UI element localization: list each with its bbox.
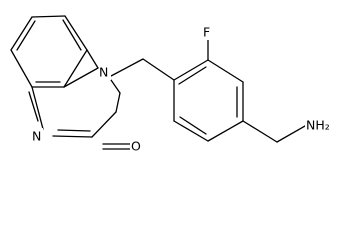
double-bond-inner (57, 129, 91, 132)
atom-label-n1: N (99, 65, 108, 80)
aminomethyl-bond (242, 120, 278, 143)
benzyl-ring (173, 59, 244, 142)
bond (173, 59, 209, 81)
label-mask (31, 128, 43, 144)
bond (52, 135, 93, 138)
atom-label-oxygen: O (131, 139, 141, 153)
bond (207, 120, 244, 142)
label-mask (202, 25, 214, 40)
bond (115, 92, 121, 113)
bond (173, 120, 209, 142)
atom-label-n4: N (32, 129, 41, 144)
pyrazinone-ring (28, 49, 131, 150)
label-mask (305, 117, 335, 133)
label-mask (130, 139, 142, 152)
methylene-bond (110, 58, 144, 77)
double-bond-inner (16, 20, 36, 51)
bond (91, 111, 117, 138)
chemical-structure-diagram: N N O F NH₂ (10, 15, 335, 153)
bond (63, 67, 99, 88)
bond (10, 49, 33, 88)
bond (110, 79, 121, 94)
bond (31, 86, 44, 130)
atom-label-fluorine: F (203, 25, 210, 40)
aminomethyl-bond (276, 125, 306, 143)
bond (86, 49, 99, 69)
double-bond-inner (62, 19, 82, 51)
label-mask (99, 64, 111, 80)
bond (63, 49, 88, 88)
double-bond-inner (179, 116, 207, 135)
bond (28, 91, 39, 122)
bond (31, 15, 66, 18)
bond (10, 16, 33, 51)
atom-label-amine: NH₂ (306, 118, 330, 133)
benzo-ring (10, 15, 88, 88)
double-bond-inner (178, 66, 207, 85)
bond (64, 15, 88, 51)
bond (207, 59, 244, 83)
methylene-bond (142, 58, 175, 81)
